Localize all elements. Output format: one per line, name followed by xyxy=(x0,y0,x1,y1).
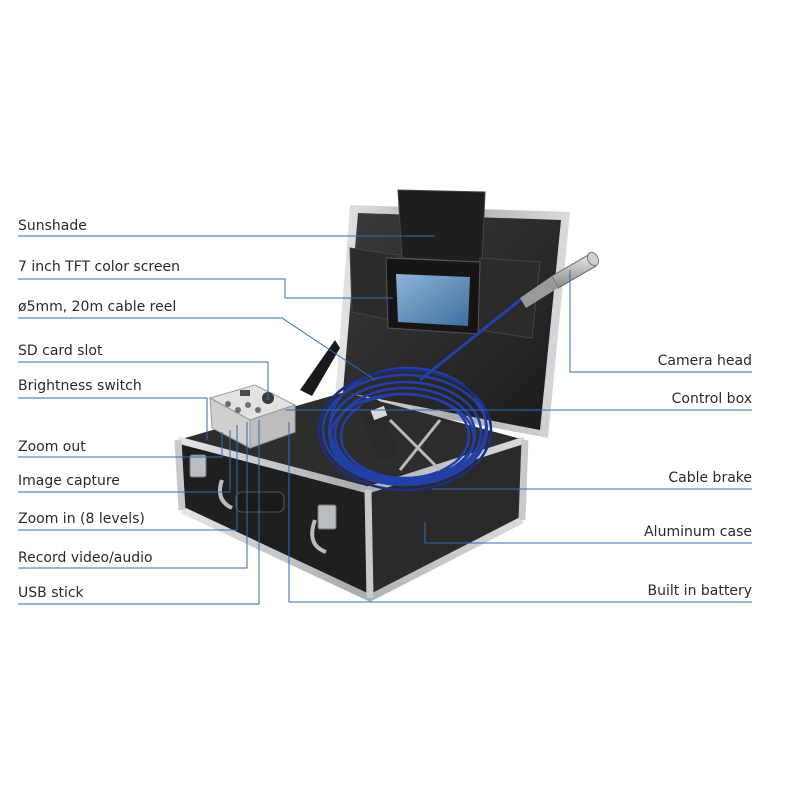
label-sd-card-slot: SD card slot xyxy=(18,343,103,359)
label-sunshade: Sunshade xyxy=(18,218,87,234)
label-cable-reel: ø5mm, 20m cable reel xyxy=(18,299,177,315)
label-built-in-battery: Built in battery xyxy=(647,583,752,599)
label-zoom-out: Zoom out xyxy=(18,439,86,455)
leader-screen xyxy=(18,278,393,299)
leader-image-capture xyxy=(18,430,231,493)
reel-hub xyxy=(360,399,442,472)
monitor xyxy=(385,257,481,335)
leader-aluminum-case xyxy=(424,522,752,544)
leader-cable-reel xyxy=(18,317,376,381)
leader-lines xyxy=(18,235,752,605)
label-control-box: Control box xyxy=(671,391,752,407)
leader-record xyxy=(18,422,248,569)
label-usb-stick: USB stick xyxy=(18,585,84,601)
leader-usb-stick xyxy=(18,420,260,605)
label-zoom-in: Zoom in (8 levels) xyxy=(18,511,145,527)
lid-bracket xyxy=(300,340,340,396)
leader-brightness-switch xyxy=(18,397,208,440)
leader-built-in-battery xyxy=(288,422,752,603)
leader-zoom-out xyxy=(18,432,223,458)
label-screen: 7 inch TFT color screen xyxy=(18,259,180,275)
label-brightness-switch: Brightness switch xyxy=(18,378,142,394)
leader-camera-head xyxy=(569,270,752,373)
leader-sd-card-slot xyxy=(18,361,269,400)
label-image-capture: Image capture xyxy=(18,473,120,489)
leader-zoom-in xyxy=(18,425,238,531)
label-record: Record video/audio xyxy=(18,550,153,566)
camera-head xyxy=(520,251,600,308)
label-aluminum-case: Aluminum case xyxy=(644,524,752,540)
label-cable-brake: Cable brake xyxy=(668,470,752,486)
label-camera-head: Camera head xyxy=(657,353,752,369)
